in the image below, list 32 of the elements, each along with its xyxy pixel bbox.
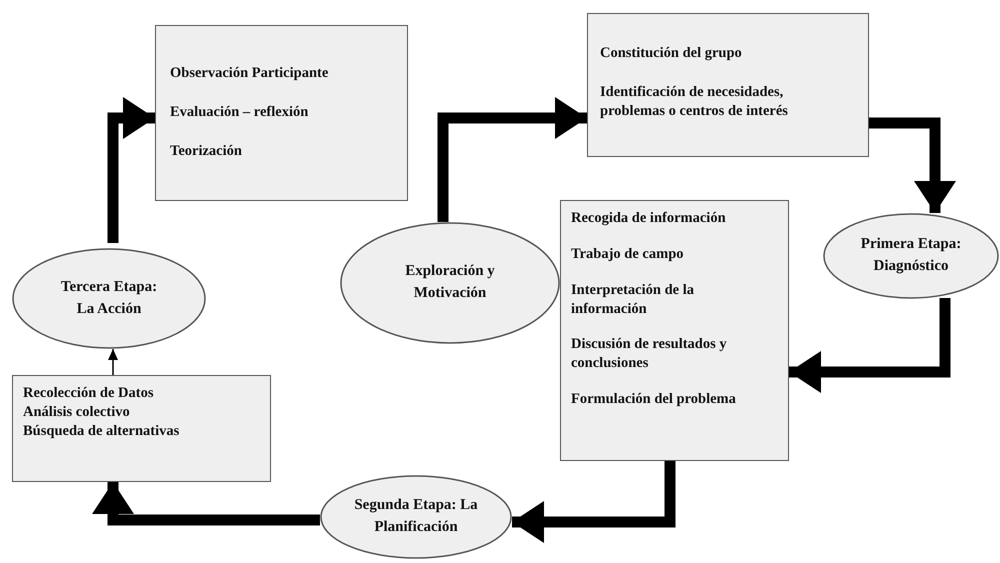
step-text: Constitución del grupo [600, 44, 743, 63]
process-box [12, 375, 271, 482]
stage-label: Tercera Etapa: La Acción [60, 278, 158, 318]
step-text: Evaluación – reflexión [170, 102, 310, 122]
stage-ellipse [12, 248, 206, 349]
arrow [92, 482, 320, 526]
stage-label: Primera Etapa: Diagnóstico [860, 235, 962, 276]
process-box [155, 25, 408, 201]
arrow [789, 298, 950, 393]
stage-ellipse [320, 475, 512, 559]
stage-ellipse [823, 213, 999, 299]
step-text: Discusión de resultados y conclusiones [571, 335, 728, 374]
arrow [512, 461, 676, 543]
step-text: Recogida de información [571, 209, 727, 228]
process-box [587, 13, 869, 157]
stage-label: Exploración y Motivación [404, 262, 496, 303]
arrow [438, 97, 587, 222]
arrow [869, 118, 956, 213]
arrow [108, 349, 118, 375]
step-text: Formulación del problema [571, 390, 737, 409]
step-text: Identificación de necesidades, problemas o centros de interés [600, 82, 789, 121]
process-box [560, 200, 789, 461]
step-text: Trabajo de campo [571, 244, 685, 264]
step-text: Interpretación de la información [571, 280, 695, 318]
stage-ellipse [340, 222, 560, 344]
stage-label: Segunda Etapa: La Planificación [354, 496, 478, 537]
step-text: Observación Participante [170, 64, 330, 83]
arrow [108, 97, 155, 243]
step-text: Búsqueda de alternativas [23, 422, 180, 441]
step-text: Recolección de Datos [23, 384, 154, 403]
step-text: Teorización [170, 142, 243, 161]
step-text: Análisis colectivo [23, 402, 131, 422]
